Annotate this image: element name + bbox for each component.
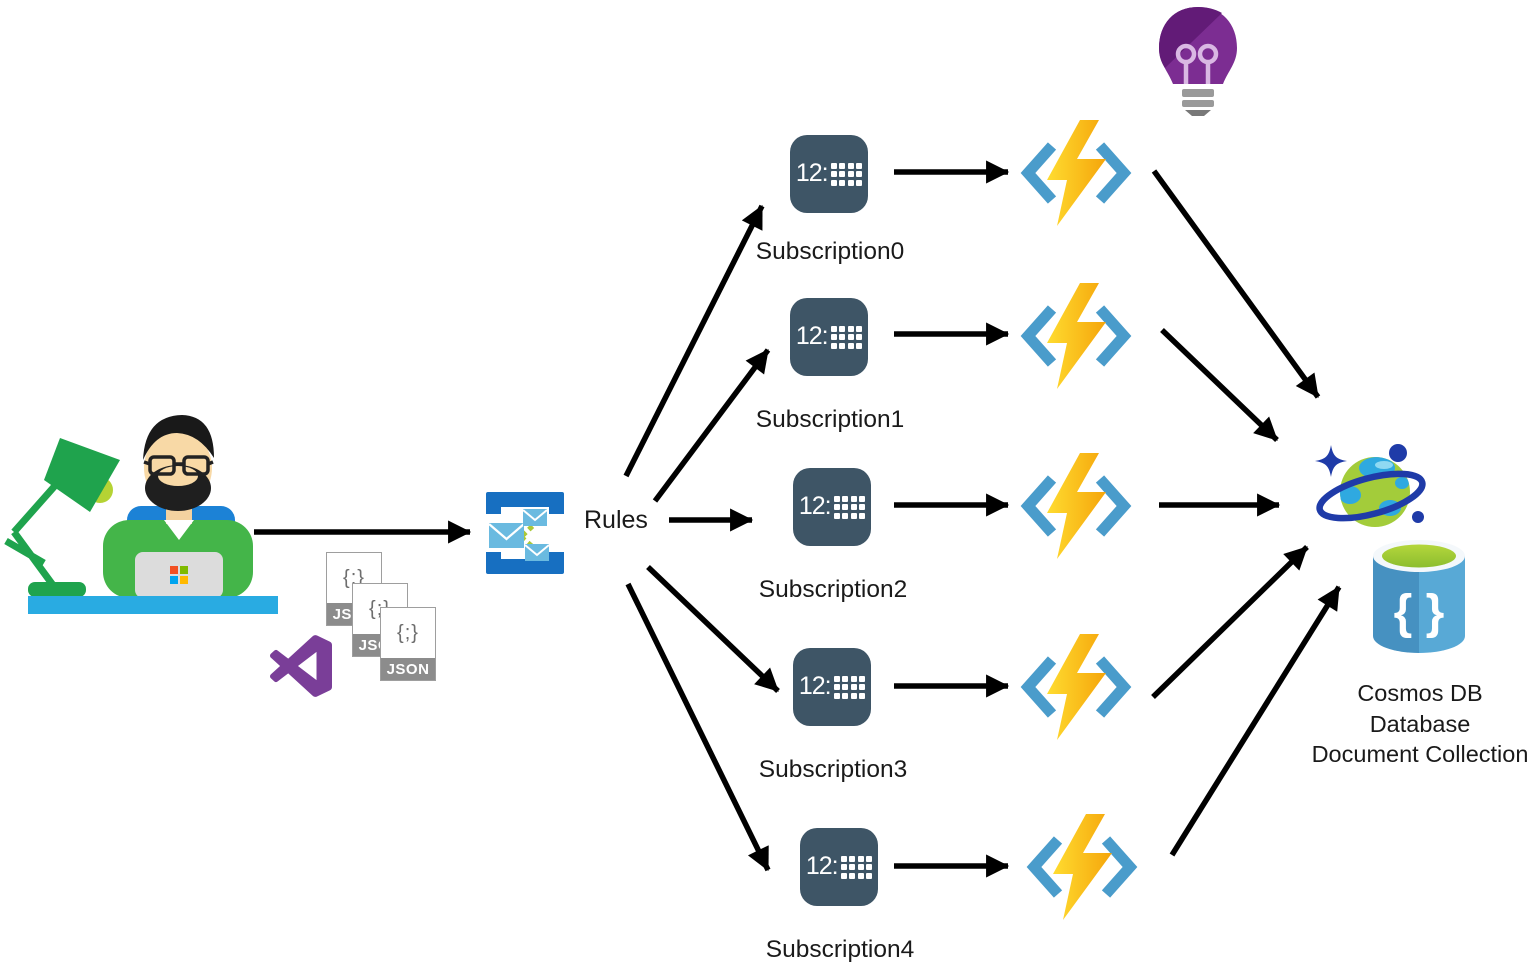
microsoft-logo-icon [170, 566, 188, 584]
cosmos-label-line2: Database [1369, 710, 1471, 737]
subscription2-label: Subscription2 [758, 576, 908, 603]
cosmos-db-label: Cosmos DB Database Document Collection [1306, 678, 1534, 770]
glasses-icon [143, 455, 214, 476]
topic-brackets [486, 492, 564, 574]
json-files: {;} JSON {;} JSON {;} JSON [326, 552, 438, 684]
laptop-icon [135, 552, 223, 598]
orbit-dot-small [1412, 511, 1424, 523]
arrow-function3-to-cosmos [1151, 545, 1309, 699]
envelope-icons [488, 509, 550, 561]
desk [28, 596, 278, 614]
collection-braces-symbol: { } [1394, 586, 1445, 639]
arrow-rules-to-subscription4 [625, 582, 771, 872]
dot-matrix-icon [830, 325, 863, 349]
azure-function1-icon [1016, 279, 1136, 391]
subscription-clock-text: 12: [798, 671, 832, 700]
subscription-clock-text: 12: [805, 851, 839, 880]
subscription3-label: Subscription3 [758, 756, 908, 783]
lightbulb-icon [1152, 4, 1244, 116]
azure-function3-icon [1016, 630, 1136, 742]
dot-matrix-icon [833, 675, 866, 699]
dot-matrix-icon [840, 855, 873, 879]
subscription4-label: Subscription4 [765, 936, 915, 963]
developer-illustration [0, 400, 300, 660]
dot-matrix-icon [833, 495, 866, 519]
subscription-clock-text: 12: [795, 321, 829, 350]
developer-at-desk-icon [4, 415, 278, 614]
service-bus-topic-icon [482, 488, 568, 578]
subscription0-label: Subscription0 [755, 238, 905, 265]
cosmos-label-line1: Cosmos DB [1357, 680, 1483, 706]
orbit-ring [1316, 470, 1426, 522]
cosmos-db-icon [1305, 425, 1435, 535]
filament [1175, 43, 1219, 84]
subscription0-icon: 12: [790, 135, 868, 213]
desk-lamp-icon [4, 438, 120, 597]
subscription4-icon: 12: [800, 828, 878, 906]
rules-label: Rules [584, 506, 648, 534]
dot-matrix-icon [830, 162, 863, 186]
orbit-dot-large [1389, 444, 1407, 462]
subscription1-label: Subscription1 [755, 406, 905, 433]
subscription-clock-text: 12: [795, 158, 829, 187]
cosmos-label-line3: Document Collection [1311, 741, 1529, 767]
visual-studio-icon [270, 635, 332, 697]
hair [143, 415, 214, 460]
json-file-label: JSON [381, 658, 435, 680]
azure-function0-icon [1016, 116, 1136, 228]
azure-function2-icon [1016, 449, 1136, 561]
arrow-function1-to-cosmos [1160, 328, 1279, 442]
subscription1-icon: 12: [790, 298, 868, 376]
sparkle-icon [1315, 445, 1347, 477]
subscription2-icon: 12: [793, 468, 871, 546]
azure-function4-icon [1022, 810, 1142, 922]
json-file-icon: {;} JSON [380, 607, 436, 681]
arrow-function0-to-cosmos [1151, 169, 1321, 399]
document-collection-icon: { } [1368, 536, 1470, 658]
subscription-clock-text: 12: [798, 491, 832, 520]
json-braces-symbol: {;} [397, 621, 419, 644]
subscription3-icon: 12: [793, 648, 871, 726]
collar [164, 520, 194, 540]
